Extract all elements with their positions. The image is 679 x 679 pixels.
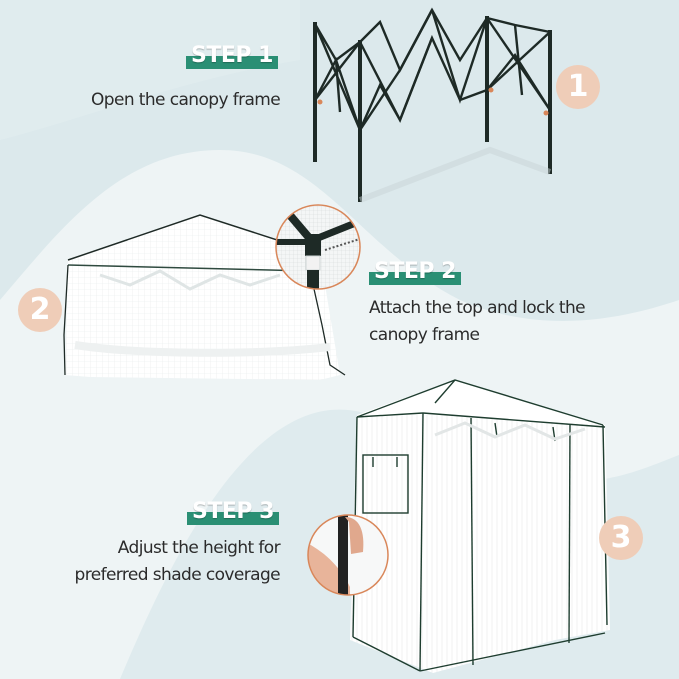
attach-top-cover-image <box>63 214 346 380</box>
step-1-badge-bar <box>186 56 278 69</box>
step-1-number: 1 <box>567 69 589 104</box>
assembled-greenhouse-image <box>350 379 610 673</box>
step-3-description-line-2: preferred shade coverage <box>74 565 281 585</box>
step-3-number-circle: 3 <box>599 516 643 560</box>
step-1-description: Open the canopy frame <box>91 87 281 114</box>
step-2-number: 2 <box>29 292 51 327</box>
step-1-number-circle: 1 <box>556 65 600 109</box>
step-3-number: 3 <box>610 520 632 555</box>
step-1-description-line: Open the canopy frame <box>91 90 281 110</box>
step-2-badge: STEP 2 <box>369 259 461 285</box>
step-1-badge-label: STEP 1 <box>191 43 273 68</box>
step-3-badge-bar <box>187 512 279 525</box>
step-2-description-line-2: canopy frame <box>369 325 480 345</box>
corner-lock-detail-inset <box>275 204 361 290</box>
step-2-description-line-1: Attach the top and lock the <box>369 298 586 318</box>
step-2-badge-label: STEP 2 <box>374 259 456 284</box>
step-1-badge: STEP 1 <box>186 43 278 69</box>
open-canopy-frame-image <box>313 7 552 203</box>
step-2-description: Attach the top and lock the canopy frame <box>369 295 586 349</box>
height-adjust-detail-inset <box>307 514 389 596</box>
step-3-badge: STEP 3 <box>187 499 279 525</box>
step-3-description: Adjust the height for preferred shade co… <box>72 535 281 589</box>
step-3-badge-label: STEP 3 <box>192 499 274 524</box>
step-2-number-circle: 2 <box>18 288 62 332</box>
step-2-badge-bar <box>369 272 461 285</box>
step-3-description-line-1: Adjust the height for <box>117 538 281 558</box>
